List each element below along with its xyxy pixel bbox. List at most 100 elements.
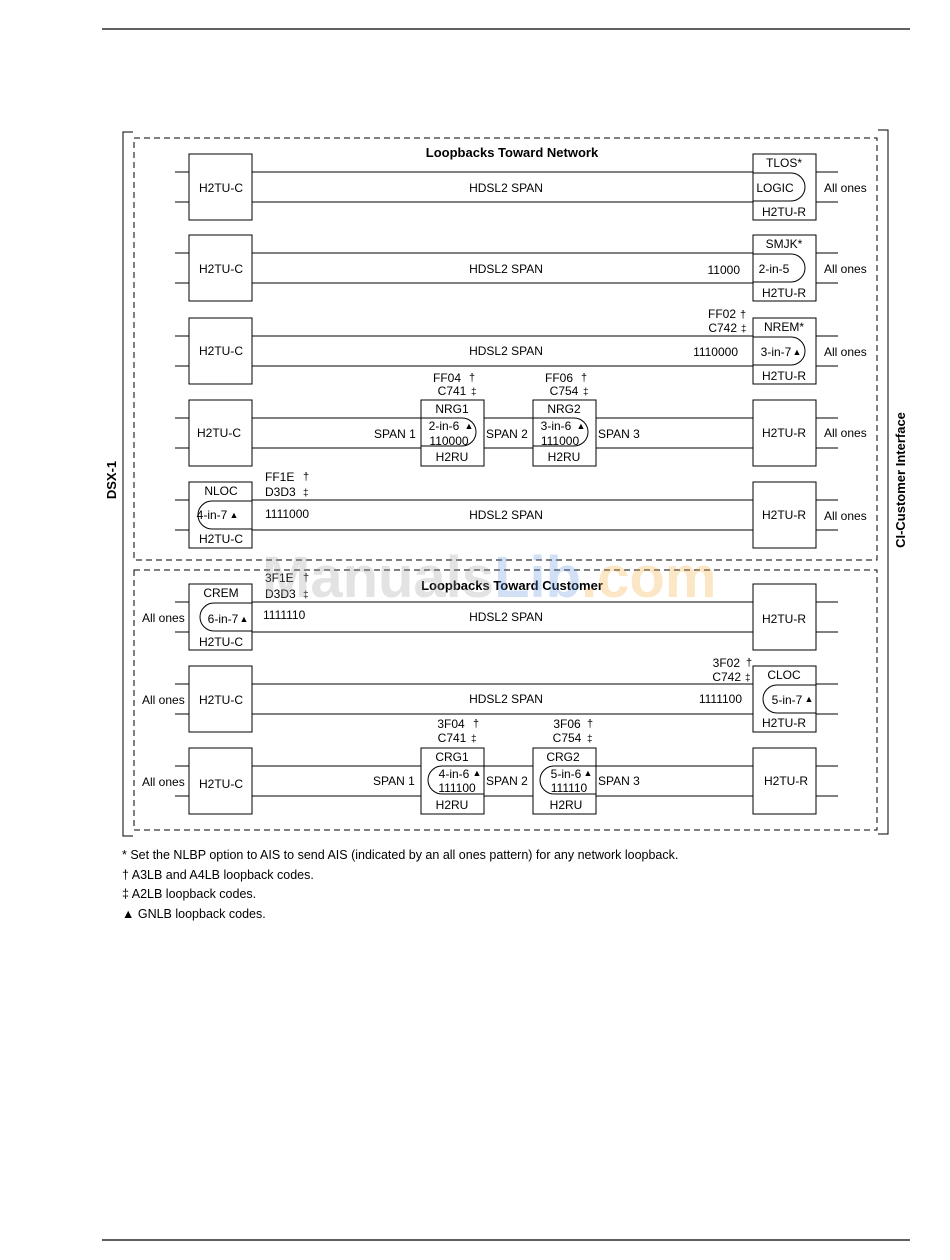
- all-ones-label: All ones: [824, 181, 867, 195]
- footnote-triangle: ▲ GNLB loopback codes.: [122, 906, 266, 921]
- h2tu-c-label: H2TU-C: [199, 635, 243, 649]
- rep2-code: 5-in-6: [551, 767, 582, 781]
- local-title: CREM: [203, 586, 238, 600]
- ddagger-symbol: ‡: [583, 387, 589, 398]
- footnote-dagger: † A3LB and A4LB loopback codes.: [122, 867, 314, 882]
- crg2-box: [532, 747, 597, 815]
- ddagger-symbol: ‡: [471, 734, 477, 745]
- span3-label: SPAN 3: [598, 774, 640, 788]
- rep1-pattern: 110000: [429, 434, 468, 448]
- rep1-code: 2-in-6: [429, 419, 460, 433]
- dagger-symbol: †: [740, 309, 746, 321]
- loopback-icon: [762, 684, 816, 714]
- all-ones-label: All ones: [824, 262, 867, 276]
- h2tu-c-box: [188, 399, 253, 467]
- rep1-code-2: C741: [438, 384, 467, 398]
- rep2-title: NRG2: [547, 402, 581, 416]
- h2ru-label: H2RU: [550, 798, 583, 812]
- span-label: HDSL2 SPAN: [469, 344, 543, 358]
- dagger-symbol: †: [746, 657, 752, 669]
- h2tu-r-label: H2TU-R: [764, 774, 808, 788]
- h2tu-r-box: [752, 481, 817, 549]
- network-section-title: Loopbacks Toward Network: [426, 145, 599, 160]
- nrg2-box: [532, 399, 597, 467]
- all-ones-label: All ones: [824, 426, 867, 440]
- h2tu-c-box: [188, 153, 253, 221]
- h2tu-c-label: H2TU-C: [199, 262, 243, 276]
- h2tu-c-box: [188, 317, 253, 385]
- dagger-symbol: †: [587, 718, 593, 730]
- loopback-icon: [199, 602, 252, 632]
- h2tu-r-label: H2TU-R: [762, 369, 806, 383]
- all-ones-label: All ones: [142, 611, 185, 625]
- triangle-icon: ▲: [805, 694, 814, 704]
- h2tu-c-box: [188, 665, 253, 733]
- h2tu-c-label: H2TU-C: [199, 181, 243, 195]
- span2-label: SPAN 2: [486, 427, 528, 441]
- row-crem: All ones CREM 6-in-7 ▲ H2TU-C 3F1E † D3D…: [142, 571, 838, 651]
- dsx1-bracket: [122, 131, 133, 837]
- h2tu-c-label: H2TU-C: [199, 532, 243, 546]
- loopback-icon: [197, 500, 252, 530]
- local-title: NLOC: [204, 484, 238, 498]
- footnote-ddagger: ‡ A2LB loopback codes.: [122, 887, 257, 901]
- dsx1-label: DSX-1: [104, 461, 119, 499]
- dagger-symbol: †: [469, 372, 475, 384]
- triangle-icon: ▲: [473, 768, 482, 778]
- code-1: FF02: [708, 307, 736, 321]
- all-ones-label: All ones: [142, 693, 185, 707]
- watermark-part-2: Lib: [494, 545, 581, 610]
- remote-code: 5-in-7: [772, 693, 803, 707]
- watermark-part-1: Manuals: [262, 545, 494, 610]
- code-2: C742: [708, 321, 737, 335]
- span-label: HDSL2 SPAN: [469, 610, 543, 624]
- watermark-part-3: .com: [581, 545, 716, 610]
- loopback-icon: [421, 417, 477, 447]
- code-2: D3D3: [265, 587, 296, 601]
- span-label: HDSL2 SPAN: [469, 181, 543, 195]
- h2tu-r-box: [752, 583, 817, 651]
- row-cloc: All ones H2TU-C HDSL2 SPAN 3F02 † C742 ‡…: [142, 656, 838, 733]
- footnotes: * Set the NLBP option to AIS to send AIS…: [122, 846, 678, 924]
- triangle-icon: ▲: [465, 421, 474, 431]
- ddagger-symbol: ‡: [745, 673, 751, 684]
- code-2: D3D3: [265, 485, 296, 499]
- rep2-pattern: 111110: [551, 781, 588, 795]
- rep2-code-1: FF06: [545, 371, 573, 385]
- triangle-icon: ▲: [577, 421, 586, 431]
- h2tu-r-label: H2TU-R: [762, 716, 806, 730]
- h2tu-r-label: H2TU-R: [762, 205, 806, 219]
- h2tu-r-box: [752, 747, 817, 815]
- h2ru-label: H2RU: [436, 798, 469, 812]
- pattern-label: 1111000: [265, 507, 309, 521]
- rep1-code-2: C741: [438, 731, 467, 745]
- rep2-code-1: 3F06: [553, 717, 581, 731]
- pattern-label: 1111100: [699, 692, 742, 706]
- h2tu-r-label: H2TU-R: [762, 286, 806, 300]
- customer-section-title: Loopbacks Toward Customer: [421, 578, 603, 593]
- ddagger-symbol: ‡: [587, 734, 593, 745]
- all-ones-label: All ones: [142, 775, 185, 789]
- h2tu-c-label: H2TU-C: [199, 344, 243, 358]
- dagger-symbol: †: [303, 572, 309, 584]
- h2tu-r-label: H2TU-R: [762, 426, 806, 440]
- loopback-icon: [753, 172, 806, 202]
- row-nrem: H2TU-C HDSL2 SPAN FF02 † C742 ‡ 1110000 …: [175, 307, 867, 385]
- remote-title: NREM*: [764, 320, 804, 334]
- remote-code: 3-in-7: [761, 345, 792, 359]
- rep2-title: CRG2: [546, 750, 580, 764]
- local-code: 6-in-7: [208, 612, 239, 626]
- loopback-icon: [753, 336, 806, 366]
- h2tu-c-box: [188, 481, 253, 549]
- triangle-icon: ▲: [793, 347, 802, 357]
- loopback-icon: [539, 765, 596, 795]
- span-label: HDSL2 SPAN: [469, 508, 543, 522]
- h2tu-c-label: H2TU-C: [197, 426, 241, 440]
- remote-code: LOGIC: [756, 181, 794, 195]
- row-tlos: H2TU-C HDSL2 SPAN TLOS* LOGIC H2TU-R All…: [175, 153, 867, 221]
- rep2-code-2: C754: [550, 384, 579, 398]
- span2-label: SPAN 2: [486, 774, 528, 788]
- remote-title: CLOC: [767, 668, 801, 682]
- code-1: 3F1E: [265, 571, 294, 585]
- loopback-icon: [533, 417, 589, 447]
